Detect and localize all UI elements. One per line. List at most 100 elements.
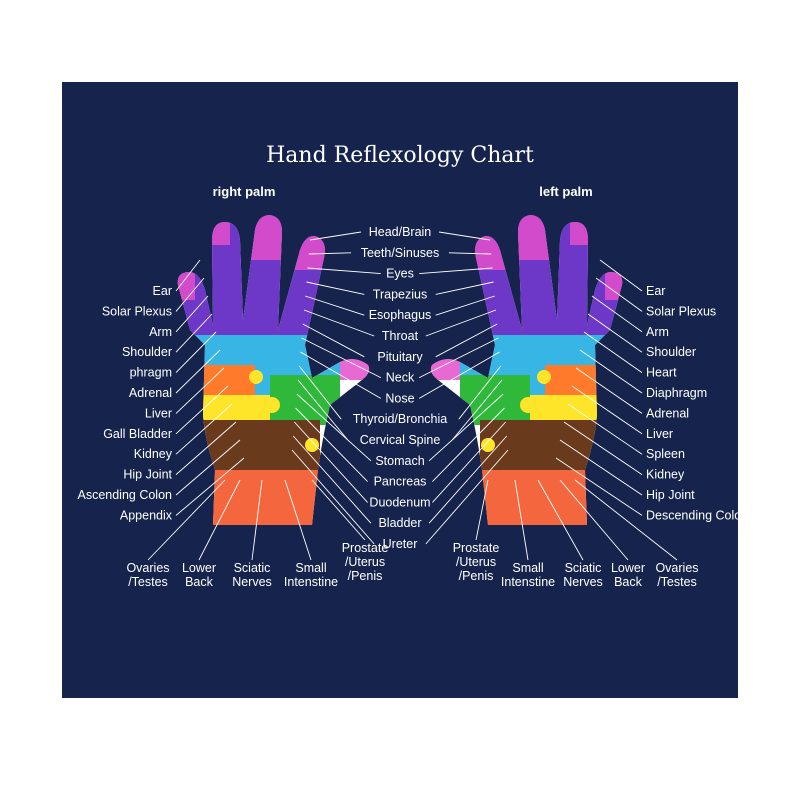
leader-line xyxy=(563,421,643,475)
leader-line xyxy=(419,267,493,275)
left-palm-label-shoulder: Shoulder xyxy=(646,345,696,359)
leader-line xyxy=(432,421,506,503)
leader-line xyxy=(297,379,349,441)
label-esophagus: Esophagus xyxy=(369,308,432,322)
right-palm-bottom-label-lower-line2: Back xyxy=(185,575,214,589)
leader-line xyxy=(175,259,201,292)
label-eyes: Eyes xyxy=(386,267,414,281)
leader-line xyxy=(435,295,495,316)
leader-line xyxy=(448,252,492,255)
left-palm-label-ear: Ear xyxy=(646,284,665,298)
right-palm-label-appendix: Appendix xyxy=(120,508,173,522)
leader-line xyxy=(425,309,497,337)
left-palm-heading: left palm xyxy=(539,184,592,199)
left-palm-label-diaphragm: Diaphragm xyxy=(646,386,707,400)
label-teeth-sinuses: Teeth/Sinuses xyxy=(361,246,440,260)
right-palm-label-solar-plexus: Solar Plexus xyxy=(102,304,172,318)
label-throat: Throat xyxy=(382,329,419,343)
chart-title: Hand Reflexology Chart xyxy=(266,143,534,168)
right-palm-bottom-label-ovaries-line2: /Testes xyxy=(128,575,168,589)
leader-line xyxy=(599,259,643,292)
leader-line xyxy=(555,457,643,516)
leader-line xyxy=(298,365,342,420)
leader-line xyxy=(175,439,241,496)
left-palm-bottom-label-ovaries-line2: /Testes xyxy=(657,575,697,589)
left-palm-label-descending-colon: Descending Colon xyxy=(646,508,738,522)
right-palm-bottom-label-small-line2: Intenstine xyxy=(284,575,338,589)
leader-line xyxy=(451,379,503,441)
left-palm-bottom-label-small-line2: Intenstine xyxy=(501,575,555,589)
leader-line xyxy=(147,479,226,561)
leader-line xyxy=(175,403,233,455)
label-duodenum: Duodenum xyxy=(369,495,430,509)
label-nose: Nose xyxy=(385,391,414,405)
leader-line xyxy=(425,449,509,545)
label-bladder: Bladder xyxy=(378,516,421,530)
leader-line xyxy=(435,281,494,295)
leader-line xyxy=(587,313,643,353)
leader-line xyxy=(435,323,498,358)
leader-line xyxy=(296,393,372,462)
left-palm-bottom-label-sciatic: Sciatic xyxy=(565,561,602,575)
leader-lines xyxy=(147,231,678,561)
right-palm-label-gall-bladder: Gall Bladder xyxy=(103,427,172,441)
right-palm-label-phragm: phragm xyxy=(130,366,172,380)
leader-line xyxy=(475,479,489,541)
leader-line xyxy=(300,351,382,399)
right-palm-bottom-label-ovaries: Ovaries xyxy=(126,561,169,575)
left-palm-bottom-label-sciatic-line2: Nerves xyxy=(563,575,603,589)
leader-line xyxy=(175,457,245,516)
reflexology-diagram: Hand Reflexology Chart right palm left p… xyxy=(62,82,738,698)
right-palm-label-hip-joint: Hip Joint xyxy=(123,468,172,482)
leader-line xyxy=(579,349,643,394)
leader-line xyxy=(291,449,375,545)
left-palm-label-kidney: Kidney xyxy=(646,468,685,482)
leader-line xyxy=(175,277,205,312)
right-palm-label-shoulder: Shoulder xyxy=(122,345,172,359)
leader-line xyxy=(292,435,372,524)
left-palm-label-hip-joint: Hip Joint xyxy=(646,488,695,502)
leader-line xyxy=(306,281,365,295)
leader-line xyxy=(432,407,505,482)
right-palm-bottom-label-prostate: Prostate xyxy=(342,541,389,555)
organ-labels: Head/BrainTeeth/SinusesEyesTrapeziusEsop… xyxy=(77,225,738,589)
leader-line xyxy=(294,421,368,503)
leader-line xyxy=(514,479,529,561)
right-palm-bottom-label-lower: Lower xyxy=(182,561,216,575)
leader-line xyxy=(175,313,213,353)
chart-background xyxy=(62,82,738,698)
label-thyroid-bronchia: Thyroid/Bronchia xyxy=(353,412,448,426)
left-palm-bottom-label-ovaries: Ovaries xyxy=(655,561,698,575)
right-palm-bottom-label-sciatic: Sciatic xyxy=(234,561,271,575)
left-palm-bottom-label-small: Small xyxy=(512,561,543,575)
leader-line xyxy=(175,385,229,435)
right-palm-label-ascending-colon: Ascending Colon xyxy=(77,488,172,502)
label-ureter: Ureter xyxy=(383,537,418,551)
leader-line xyxy=(574,479,678,561)
label-trapezius: Trapezius xyxy=(373,287,427,301)
left-palm-bottom-label-lower: Lower xyxy=(611,561,645,575)
leader-line xyxy=(559,479,629,561)
leader-line xyxy=(591,295,643,333)
leader-line xyxy=(428,393,504,462)
right-palm-label-liver: Liver xyxy=(145,406,172,420)
leader-line xyxy=(559,439,643,496)
right-palm-bottom-label-sciatic-line2: Nerves xyxy=(232,575,272,589)
left-palm-bottom-label-prostate-line2: /Uterus xyxy=(456,555,496,569)
right-palm-label-ear: Ear xyxy=(153,284,172,298)
leader-line xyxy=(295,407,368,482)
left-palm-bottom-label-prostate-line3: /Penis xyxy=(459,569,494,583)
label-pituitary: Pituitary xyxy=(377,350,423,364)
leader-line xyxy=(303,309,375,337)
left-palm-label-solar-plexus: Solar Plexus xyxy=(646,304,716,318)
leader-line xyxy=(571,385,643,435)
label-head-brain: Head/Brain xyxy=(369,225,432,239)
left-palm-label-heart: Heart xyxy=(646,366,677,380)
right-palm-label-kidney: Kidney xyxy=(134,447,173,461)
leader-line xyxy=(567,403,643,455)
leader-line xyxy=(308,252,352,255)
leader-line xyxy=(302,323,365,358)
left-palm-label-liver: Liver xyxy=(646,427,673,441)
right-palm-label-arm: Arm xyxy=(149,325,172,339)
leader-line xyxy=(428,435,508,524)
